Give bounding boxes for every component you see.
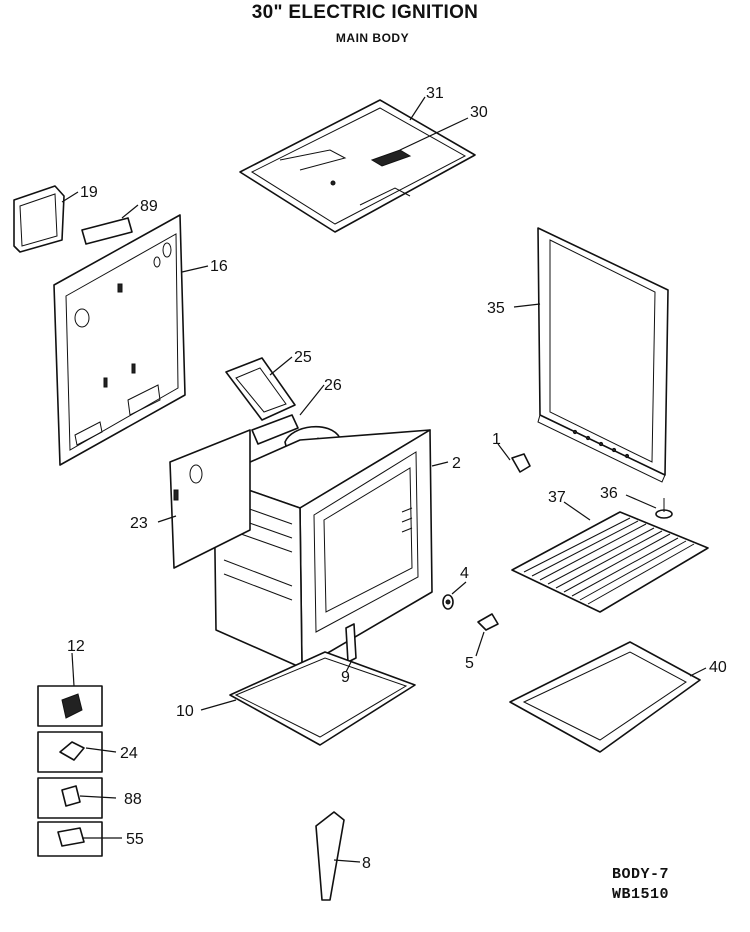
label-part-12: 12 bbox=[67, 638, 85, 655]
label-part-19: 19 bbox=[80, 184, 98, 201]
label-part-2: 2 bbox=[452, 455, 461, 472]
top-cover-part-31 bbox=[239, 99, 476, 233]
label-part-55: 55 bbox=[126, 831, 144, 848]
label-part-31: 31 bbox=[426, 85, 444, 102]
back-panel-part-16 bbox=[53, 214, 186, 466]
bracket-part-19 bbox=[13, 185, 65, 253]
label-part-35: 35 bbox=[487, 300, 505, 317]
label-part-88: 88 bbox=[124, 791, 142, 808]
leader-lines bbox=[61, 96, 707, 863]
label-part-40: 40 bbox=[709, 659, 727, 676]
label-part-10: 10 bbox=[176, 703, 194, 720]
label-part-8: 8 bbox=[362, 855, 371, 872]
label-part-30: 30 bbox=[470, 104, 488, 121]
label-part-26: 26 bbox=[324, 377, 342, 394]
part-code: WB1510 bbox=[612, 886, 670, 903]
part-55-box bbox=[37, 821, 103, 857]
label-part-16: 16 bbox=[210, 258, 228, 275]
label-part-89: 89 bbox=[140, 198, 158, 215]
rack-support-part-36 bbox=[655, 498, 673, 519]
label-part-4: 4 bbox=[460, 565, 469, 582]
top-panel-part-30 bbox=[330, 149, 412, 206]
label-part-24: 24 bbox=[120, 745, 138, 762]
bushing-part-4 bbox=[442, 594, 454, 610]
part-24-box bbox=[37, 731, 103, 773]
strip-part-89 bbox=[81, 217, 133, 245]
part-88-box bbox=[37, 777, 103, 819]
bottom-panel-part-10 bbox=[229, 651, 416, 746]
label-part-36: 36 bbox=[600, 485, 618, 502]
oven-rack-part-37 bbox=[511, 511, 709, 613]
part-12-box bbox=[37, 685, 103, 727]
label-part-9: 9 bbox=[341, 669, 350, 686]
label-part-5: 5 bbox=[465, 655, 474, 672]
label-part-37: 37 bbox=[548, 489, 566, 506]
duct-part-25 bbox=[225, 357, 299, 445]
diagram-code: BODY-7 bbox=[612, 866, 670, 883]
side-panel-part-23 bbox=[169, 429, 251, 569]
diagram-subtitle: MAIN BODY bbox=[335, 31, 410, 45]
label-part-23: 23 bbox=[130, 515, 148, 532]
knob-part-5 bbox=[477, 613, 499, 631]
clip-part-8 bbox=[315, 811, 345, 901]
diagram-title: 30" ELECTRIC IGNITION bbox=[251, 2, 479, 23]
door-frame-part-35 bbox=[537, 227, 669, 483]
label-part-25: 25 bbox=[294, 349, 312, 366]
label-part-1: 1 bbox=[492, 431, 501, 448]
knob-part-1 bbox=[511, 453, 531, 473]
broiler-pan-part-40 bbox=[509, 641, 701, 753]
hinge-part-9 bbox=[345, 623, 357, 663]
